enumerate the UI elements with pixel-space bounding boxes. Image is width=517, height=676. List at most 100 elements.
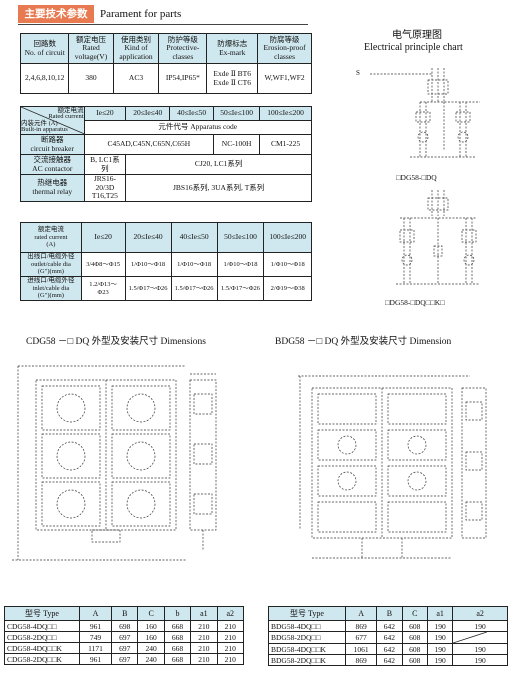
col-a2: a2 xyxy=(216,606,245,621)
cell-protective: IP54,IP65* xyxy=(158,63,208,94)
cell: 240 xyxy=(137,642,165,654)
cell: 190 xyxy=(452,620,508,632)
cell: 697 xyxy=(111,631,139,643)
cell: 190 xyxy=(426,620,454,632)
cell: 697 xyxy=(111,642,139,654)
cell: 3/4Φ8～Φ15 xyxy=(80,252,126,277)
col-C: C xyxy=(137,606,165,621)
bdg-dimension-title: BDG58 －□ DQ 外型及安装尺寸 Dimension xyxy=(275,337,452,347)
cell: 608 xyxy=(401,643,428,655)
cell: 240 xyxy=(137,653,165,665)
cell: 210 xyxy=(190,642,218,654)
cell: BDG58-2DQ□□ xyxy=(268,631,346,644)
cell-empty-slash xyxy=(452,631,508,644)
cell: 698 xyxy=(111,620,139,632)
cell: 961 xyxy=(78,620,113,632)
cell: 608 xyxy=(401,620,428,632)
cell-voltage: 380 xyxy=(68,63,114,94)
cell: 1171 xyxy=(78,642,113,654)
col-C: C xyxy=(401,606,428,621)
cell: C45AD,C45N,C65N,C65H xyxy=(83,134,215,155)
cell: 677 xyxy=(344,631,378,644)
cell: 1/Φ10～Φ18 xyxy=(170,252,218,277)
cell: CDG58-4DQ□□K xyxy=(4,642,80,654)
range-5: 100≤Ie≤200 xyxy=(259,106,312,121)
cell: NC-100H xyxy=(213,134,261,155)
cell: 642 xyxy=(376,643,403,655)
cell: 869 xyxy=(344,620,378,632)
circuit-diagram-2 xyxy=(396,190,480,285)
cell: 190 xyxy=(426,643,454,655)
cell: BDG58-4DQ□□ xyxy=(268,620,346,632)
cell: 190 xyxy=(452,643,508,655)
cell: 210 xyxy=(216,642,245,654)
col-type: 型号 Type xyxy=(268,606,346,621)
col-b: b xyxy=(163,606,192,621)
cell: CDG58-2DQ□□K xyxy=(4,653,80,665)
apparatus-code: 元件代号 Apparatus code xyxy=(83,120,313,135)
col-A: A xyxy=(78,606,113,621)
col-a2: a2 xyxy=(452,606,508,621)
cable-range-1: Ie≤20 xyxy=(80,222,126,253)
cell: JBS16系列, 3UA系列, T系列 xyxy=(125,174,312,202)
circuit-diagram-1 xyxy=(370,68,480,158)
cable-range-2: 20≤Ie≤40 xyxy=(124,222,172,253)
cell: 608 xyxy=(401,654,428,666)
cable-range-3: 40≤Ie≤50 xyxy=(170,222,218,253)
circuit-title-en: Electrical principle chart xyxy=(364,42,463,53)
cell: 642 xyxy=(376,654,403,666)
corner-diagonal xyxy=(21,107,87,135)
cell: 210 xyxy=(190,653,218,665)
cell: 642 xyxy=(376,620,403,632)
cell: 160 xyxy=(137,631,165,643)
cell: 190 xyxy=(426,654,454,666)
cell: 210 xyxy=(190,631,218,643)
cell-circuit: 2,4,6,8,10,12 xyxy=(19,63,70,94)
cell: 210 xyxy=(216,631,245,643)
cell: 668 xyxy=(163,642,192,654)
cell: 697 xyxy=(111,653,139,665)
section-title: Parament for parts xyxy=(100,8,182,20)
col-type: 型号 Type xyxy=(4,606,80,621)
cell: BDG58-4DQ□□K xyxy=(268,643,346,655)
range-4: 50≤Ie≤100 xyxy=(213,106,261,121)
cell: 190 xyxy=(426,631,454,644)
cell: 961 xyxy=(78,653,113,665)
cell: 869 xyxy=(344,654,378,666)
diagonal-slash xyxy=(453,632,488,643)
cell: 749 xyxy=(78,631,113,643)
cell: 210 xyxy=(216,620,245,632)
cell: 1.5/Φ17～Φ26 xyxy=(170,276,218,301)
col-A: A xyxy=(344,606,378,621)
col-a1: a1 xyxy=(190,606,218,621)
header-divider xyxy=(18,24,308,25)
bdg-dimension-drawing xyxy=(298,375,487,559)
cell: 1/Φ10～Φ18 xyxy=(216,252,265,277)
range-3: 40≤Ie≤50 xyxy=(169,106,215,121)
cell-erosion: W,WF1,WF2 xyxy=(257,63,312,94)
cell: 2/Φ19～Φ38 xyxy=(263,276,312,301)
col-B: B xyxy=(376,606,403,621)
